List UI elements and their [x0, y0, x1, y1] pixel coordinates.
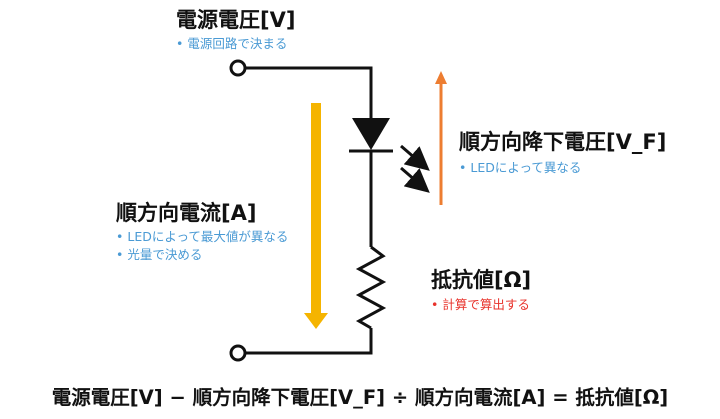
light-emission-arrow-icon	[400, 144, 430, 171]
light-emission-arrow-icon	[400, 166, 430, 193]
current-arrow-shaft	[311, 103, 321, 313]
resistor-symbol	[355, 245, 387, 330]
voltage-arrow-head	[435, 71, 447, 84]
resistance-label: 抵抗値[Ω]	[431, 268, 532, 292]
top-wire	[245, 66, 373, 118]
bottom-terminal-icon	[229, 344, 247, 362]
resistance-note: •計算で算出する	[431, 297, 530, 312]
source-voltage-label: 電源電圧[V]	[176, 8, 296, 32]
forward-current-label: 順方向電流[A]	[116, 201, 257, 225]
bottom-wire	[245, 328, 373, 355]
top-terminal-icon	[229, 59, 247, 77]
source-voltage-note: •電源回路で決まる	[176, 36, 288, 51]
current-arrow-head	[304, 313, 328, 329]
forward-current-note-2: •光量で決める	[116, 247, 203, 262]
forward-voltage-note: •LEDによって異なる	[459, 160, 582, 175]
led-diode-symbol	[352, 118, 390, 150]
forward-current-note-1: •LEDによって最大値が異なる	[116, 229, 289, 244]
forward-voltage-label: 順方向降下電圧[V_F]	[459, 130, 667, 154]
resistance-formula: 電源電圧[V] − 順方向降下電圧[V_F] ÷ 順方向電流[A] = 抵抗値[…	[51, 386, 669, 409]
